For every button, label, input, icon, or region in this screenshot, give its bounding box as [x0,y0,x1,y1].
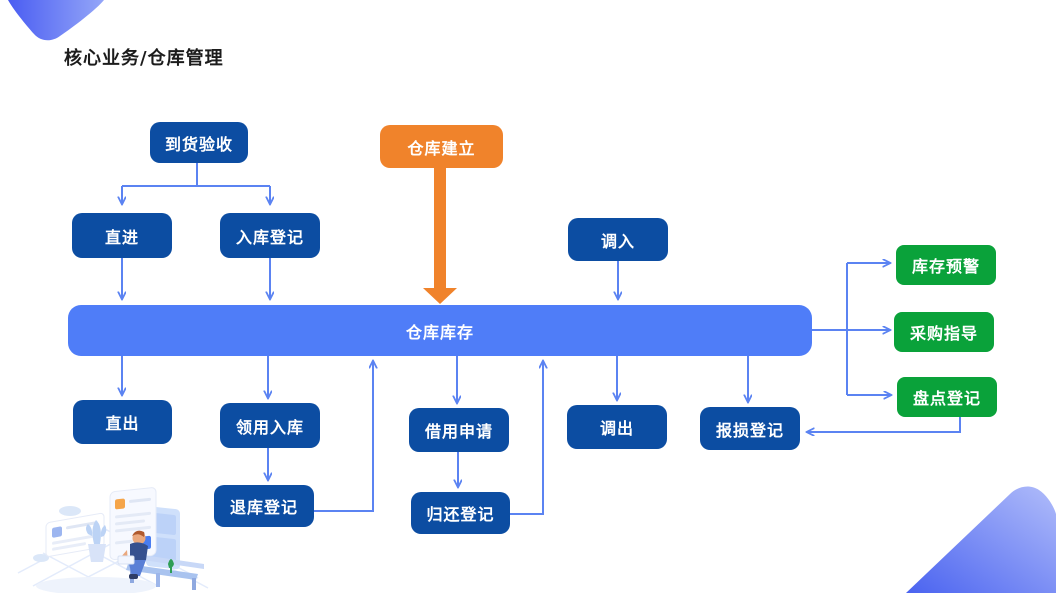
node-label: 调出 [599,419,634,438]
node-label: 盘点登记 [912,389,981,408]
node-label: 到货验收 [164,134,233,154]
page-title: 核心业务/仓库管理 [64,48,224,69]
orange-flow-arrow [423,168,457,304]
node-return-registration: 归还登记 [411,492,510,534]
node-transfer-in: 调入 [568,218,668,261]
node-transfer-out: 调出 [567,405,667,449]
node-label: 借用申请 [424,422,493,441]
corner-decoration-top-left [8,0,104,41]
node-purchase-guidance: 采购指导 [894,312,994,352]
node-direct-in: 直进 [72,213,172,258]
node-label: 直进 [104,227,139,247]
node-label: 领用入库 [235,417,304,437]
node-return-to-stock-registration: 退库登记 [214,485,314,527]
node-label: 仓库库存 [405,322,474,342]
corner-decoration-bottom-right [906,486,1056,593]
node-arrival-inspection: 到货验收 [150,122,248,163]
workspace-illustration [17,487,209,593]
node-label: 调入 [600,231,635,251]
node-inbound-registration: 入库登记 [220,213,320,258]
node-damage-registration: 报损登记 [700,407,800,450]
node-borrow-application: 借用申请 [409,408,509,452]
node-stocktake-registration: 盘点登记 [897,377,997,417]
node-label: 库存预警 [911,257,980,276]
node-requisition-inbound: 领用入库 [220,403,320,448]
node-label: 报损登记 [715,420,784,440]
node-inventory-alert: 库存预警 [896,245,996,285]
node-label: 退库登记 [229,498,298,517]
node-warehouse-inventory-bar: 仓库库存 [68,305,812,356]
node-label: 入库登记 [235,227,304,247]
node-label: 直出 [105,414,140,433]
node-warehouse-setup: 仓库建立 [380,125,503,168]
node-direct-out: 直出 [73,400,172,444]
node-label: 采购指导 [909,324,978,343]
node-label: 仓库建立 [407,138,476,158]
node-label: 归还登记 [426,505,495,524]
